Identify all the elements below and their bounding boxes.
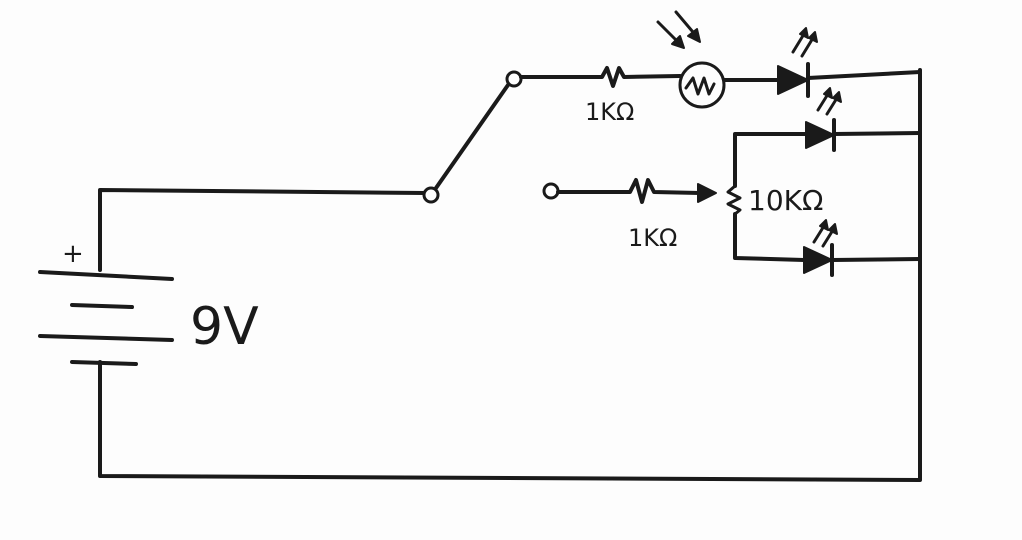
led-top xyxy=(777,27,818,98)
switch-bottom-terminal xyxy=(542,182,560,200)
switch-top-terminal xyxy=(505,70,523,88)
switch-lever xyxy=(434,83,510,190)
potentiometer-wiper-arrow xyxy=(697,183,717,203)
led-bottom-ray-1-head xyxy=(819,219,829,231)
battery xyxy=(38,270,174,366)
battery-plate-short-1 xyxy=(70,303,134,309)
led-top-ray-1 xyxy=(791,32,806,54)
wire-led-top-right xyxy=(806,70,922,80)
battery-plate-long-2 xyxy=(38,334,174,342)
led-bottom-ray-2 xyxy=(821,228,835,248)
potentiometer-zigzag xyxy=(726,184,742,216)
wire-bottom-loop xyxy=(98,68,922,482)
light-arrow-1-head xyxy=(671,35,685,49)
led-middle-ray-1-head xyxy=(823,87,833,99)
led-top-triangle xyxy=(777,65,809,95)
wire-led-bottom-right xyxy=(830,257,922,262)
led-middle-triangle xyxy=(805,121,835,149)
led-bottom-ray-1 xyxy=(812,224,826,244)
photoresistor-zigzag xyxy=(684,76,716,96)
switch xyxy=(422,70,560,204)
battery-positive-label: + xyxy=(62,239,84,269)
photoresistor xyxy=(656,10,726,109)
wire-led-middle-right xyxy=(832,131,922,136)
switch-common-terminal xyxy=(422,186,440,204)
led-middle-ray-1 xyxy=(816,92,830,112)
led-middle xyxy=(805,87,842,152)
wire-pot-upper xyxy=(733,132,808,188)
resistor-top-label: 1KΩ xyxy=(585,98,634,126)
photoresistor-body xyxy=(678,61,726,109)
battery-voltage-label: 9V xyxy=(190,297,259,357)
led-middle-ray-2-head xyxy=(832,91,842,103)
wire-top-left xyxy=(98,188,427,272)
led-bottom xyxy=(803,219,838,277)
potentiometer-label: 10KΩ xyxy=(748,184,823,217)
led-top-ray-1-head xyxy=(799,27,809,39)
led-bottom-ray-2-head xyxy=(828,223,838,235)
battery-plate-short-2 xyxy=(70,360,138,366)
wire-pot-lower xyxy=(733,212,806,262)
resistor-mid-label: 1KΩ xyxy=(628,224,677,252)
wire-mid-branch xyxy=(556,178,702,204)
led-top-ray-2-head xyxy=(808,31,818,43)
battery-plate-long-1 xyxy=(38,270,174,281)
wire-top-branch xyxy=(519,66,682,88)
led-middle-ray-2 xyxy=(825,96,839,116)
light-arrow-2-head xyxy=(687,28,701,43)
led-top-ray-2 xyxy=(800,36,815,58)
led-bottom-triangle xyxy=(803,246,833,274)
